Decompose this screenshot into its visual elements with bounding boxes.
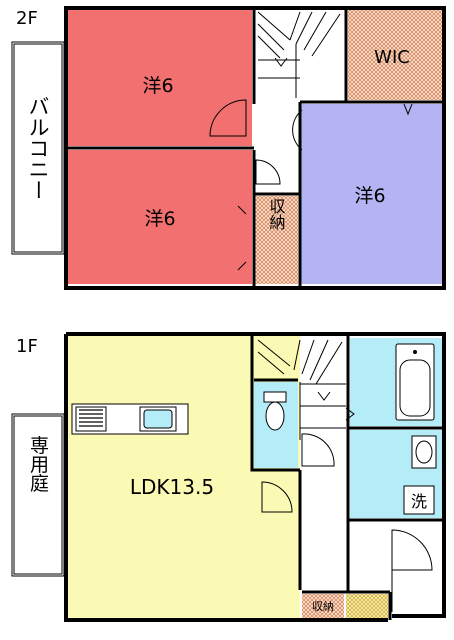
- floor-1: 1F 専用庭 LDK13.5: [11, 332, 446, 622]
- laundry-label: 洗: [411, 492, 427, 511]
- staircase-1f: [257, 339, 346, 440]
- room-western-bottom: [68, 150, 252, 284]
- storage-2f-label: 収納: [267, 198, 286, 231]
- balcony-label: バルコニー: [26, 96, 50, 201]
- floor-1-label: 1F: [16, 336, 38, 357]
- storage-2f: [254, 196, 298, 284]
- bathtub-icon: [395, 343, 435, 421]
- ldk-label: LDK13.5: [130, 475, 214, 499]
- washing-machine-icon: 洗: [403, 485, 435, 515]
- walk-in-closet: [348, 10, 442, 100]
- private-garden: 専用庭: [11, 413, 65, 577]
- floor-2-label: 2F: [16, 8, 38, 29]
- room-western-east: [300, 104, 442, 284]
- washbasin-icon: [411, 435, 437, 469]
- wic-label: WIC: [374, 47, 410, 68]
- storage-1f-yellow: [346, 594, 388, 618]
- room-western-top-label: 洋6: [142, 75, 173, 97]
- balcony: バルコニー: [11, 41, 65, 255]
- floor-2: 2F バルコニー 洋6 洋6 収納 洋6 WIC: [11, 6, 446, 290]
- room-western-east-label: 洋6: [354, 185, 385, 207]
- staircase-2f: [257, 11, 341, 98]
- kitchen-counter: [71, 403, 189, 435]
- toilet-icon: [263, 391, 287, 431]
- storage-1f-label: 収納: [312, 600, 334, 613]
- room-western-top: [68, 10, 252, 146]
- room-western-bottom-label: 洋6: [144, 208, 175, 230]
- storage-1f: [302, 594, 344, 618]
- private-garden-label: 専用庭: [27, 435, 49, 492]
